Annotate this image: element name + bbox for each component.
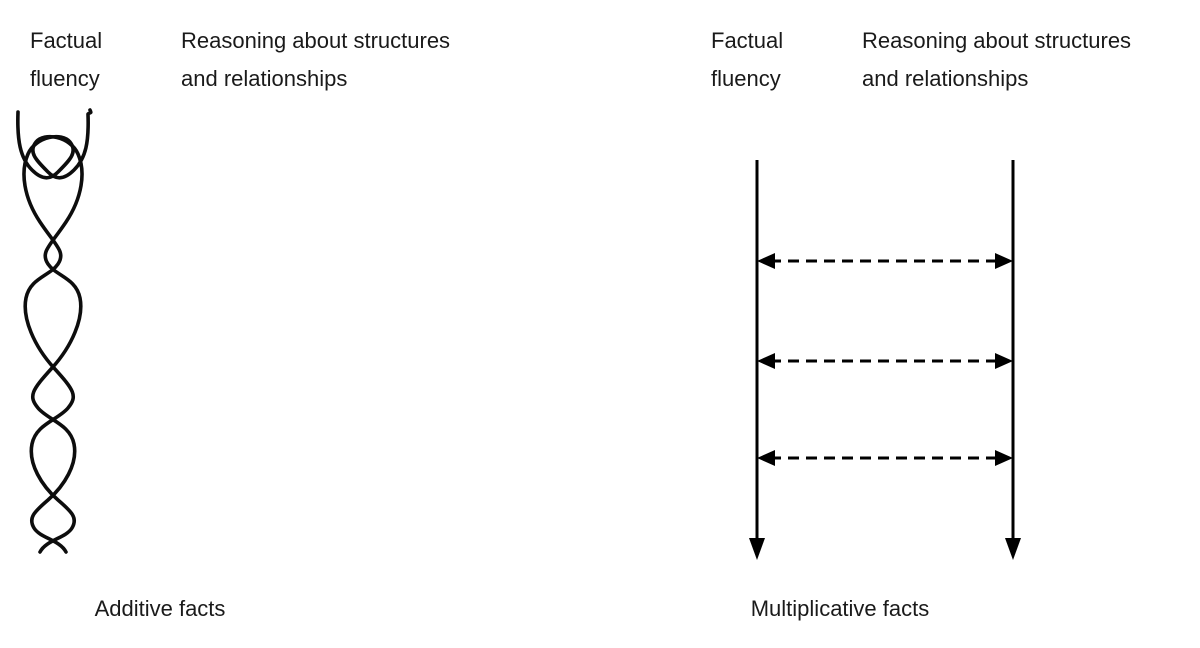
header-reasoning-about-structures: Reasoning about structures and relations… (181, 28, 451, 91)
vertical-arrow-left (749, 160, 765, 560)
header-factual-fluency: Factual fluency (30, 28, 103, 91)
panel-multiplicative-header: Factual fluency Reasoning about structur… (711, 22, 1200, 98)
panel-additive-header: Factual fluency Reasoning about structur… (30, 22, 521, 98)
header-factual-fluency: Factual fluency (711, 28, 784, 91)
caption-additive-facts: Additive facts (94, 596, 226, 621)
dashed-connector-1 (757, 253, 1013, 269)
panel-multiplicative: Factual fluency Reasoning about structur… (600, 0, 1200, 648)
braid-strand-b (29, 108, 93, 554)
panel-additive: Factual fluency Reasoning about structur… (0, 22, 600, 621)
additive-braid-figure (0, 100, 600, 580)
multiplicative-arrows-figure (600, 100, 1200, 580)
dashed-connector-2 (757, 353, 1013, 369)
caption-multiplicative-facts: Multiplicative facts (750, 596, 930, 621)
header-reasoning-about-structures: Reasoning about structures and relations… (862, 28, 1132, 91)
dashed-connector-3 (757, 450, 1013, 466)
vertical-arrow-right (1005, 160, 1021, 560)
